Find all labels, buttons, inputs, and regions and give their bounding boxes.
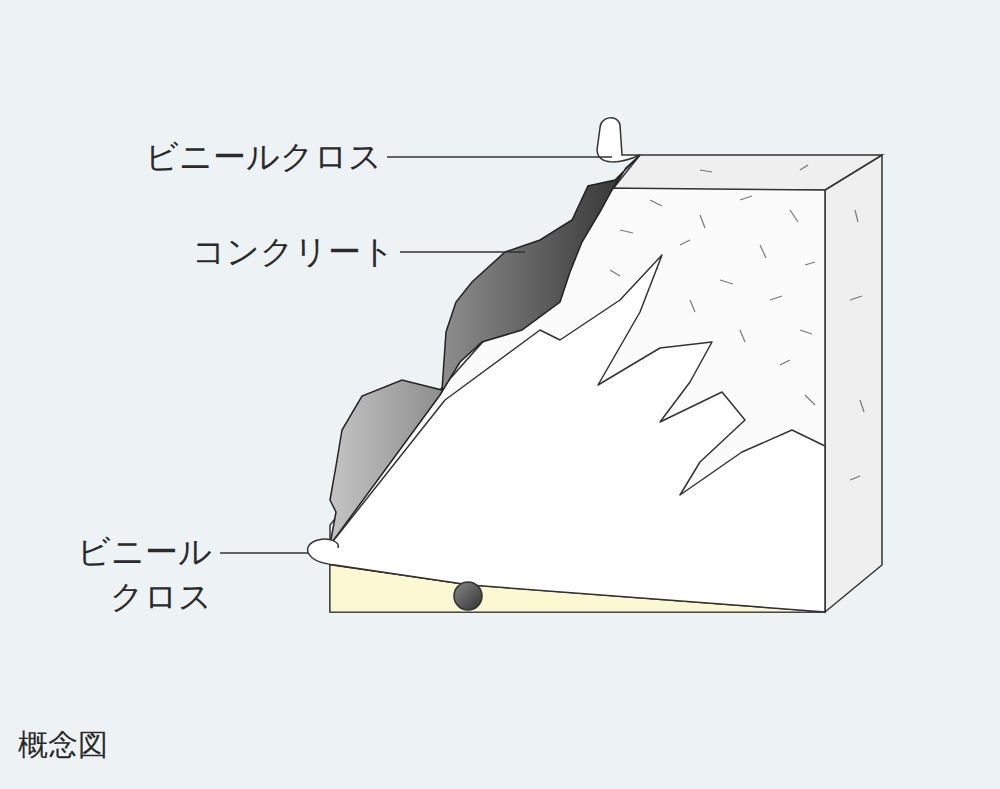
part-label: コンクリート: [192, 230, 395, 275]
leader-line: [220, 552, 308, 554]
leader-line: [400, 251, 525, 253]
vinyl-sheet: [330, 255, 825, 612]
vinyl-roll: [308, 539, 470, 585]
part-label: ビニール クロス: [47, 530, 212, 619]
caption: 概念図: [18, 725, 108, 766]
roll-core: [454, 582, 482, 610]
part-label: ビニールクロス: [145, 135, 382, 180]
side-face: [825, 155, 882, 612]
top-face: [612, 155, 882, 190]
leader-line: [387, 156, 612, 158]
vinyl-curl: [597, 118, 640, 162]
